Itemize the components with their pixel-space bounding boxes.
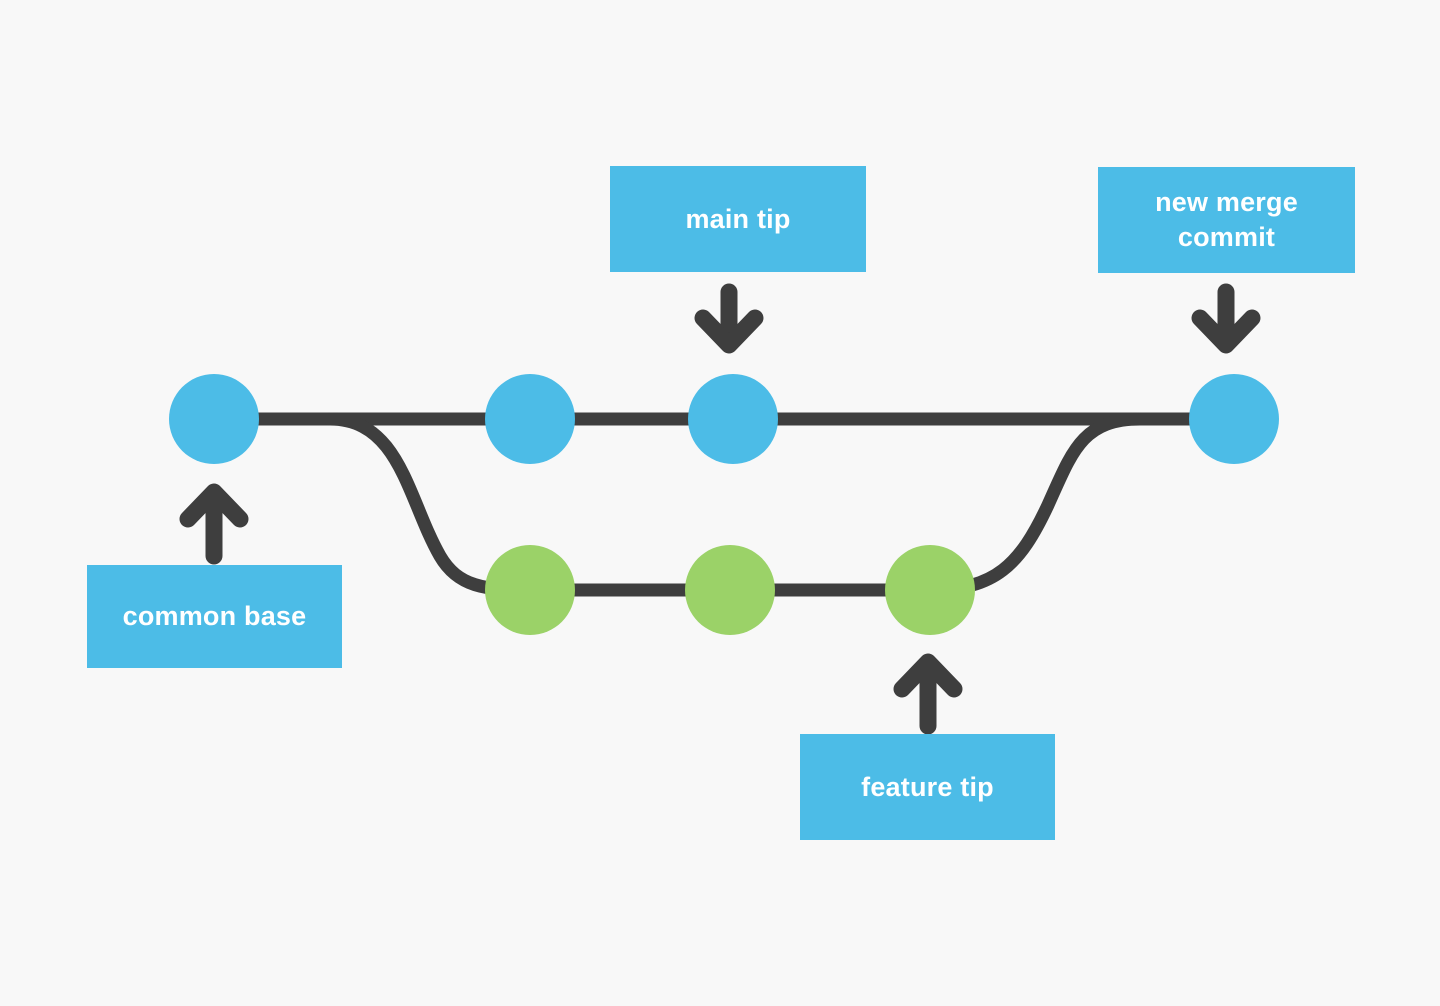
label-text-main-tip: main tip bbox=[685, 203, 791, 234]
commit-node-feature-3[interactable] bbox=[885, 545, 975, 635]
arrow-up-icon-feature-tip bbox=[893, 653, 963, 735]
commit-node-main-3[interactable] bbox=[688, 374, 778, 464]
arrow-down-icon-new-merge-commit bbox=[1191, 283, 1261, 354]
label-box-main-tip[interactable]: main tip bbox=[610, 166, 866, 272]
arrow-up-icon-common-base bbox=[179, 483, 249, 565]
label-text-common-base: common base bbox=[122, 601, 307, 632]
commit-node-main-4[interactable] bbox=[1189, 374, 1279, 464]
commit-node-feature-1[interactable] bbox=[485, 545, 575, 635]
label-text-feature-tip: feature tip bbox=[861, 771, 994, 802]
commit-node-feature-2[interactable] bbox=[685, 545, 775, 635]
label-box-new-merge-commit[interactable]: new merge commit bbox=[1098, 167, 1355, 273]
arrow-down-icon-main-tip bbox=[694, 283, 764, 354]
label-box-common-base[interactable]: common base bbox=[87, 565, 342, 668]
commit-node-main-1[interactable] bbox=[169, 374, 259, 464]
node-group bbox=[169, 374, 1279, 635]
label-box-feature-tip[interactable]: feature tip bbox=[800, 734, 1055, 840]
commit-node-main-2[interactable] bbox=[485, 374, 575, 464]
annotation-arrow-group bbox=[179, 283, 1261, 735]
label-text-new-merge-commit: new merge commit bbox=[1155, 187, 1298, 252]
edge-merge-curve bbox=[923, 412, 1147, 597]
